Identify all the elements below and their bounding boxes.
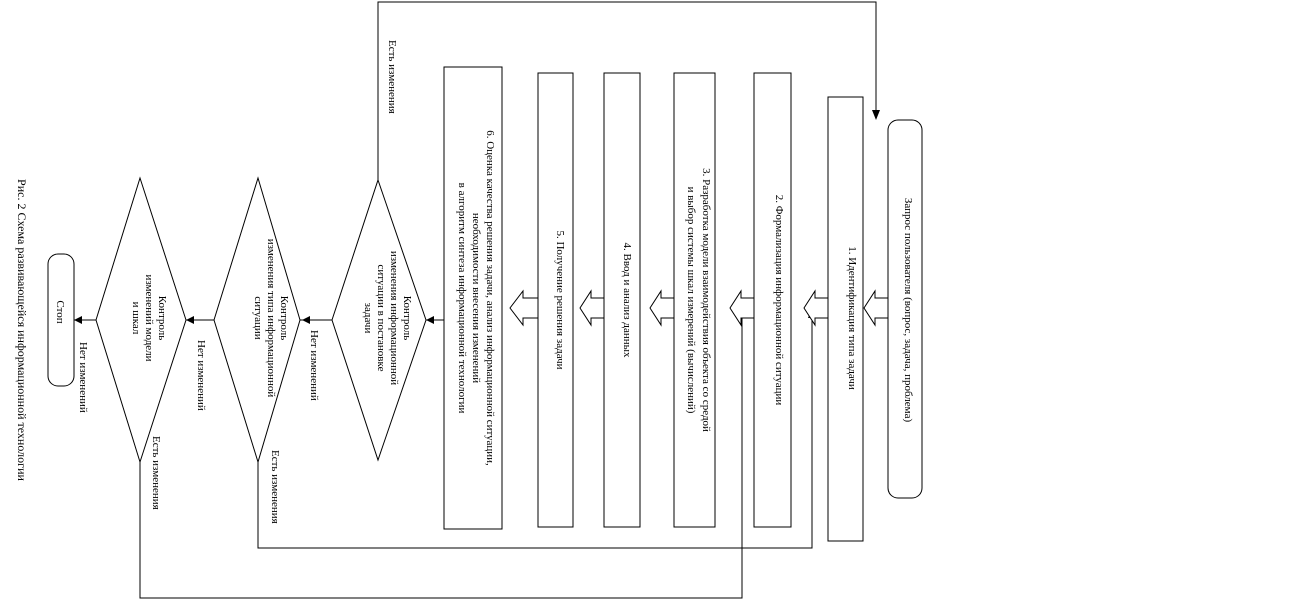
stop-shape: [47, 253, 75, 387]
feedback-line-top: [377, 1, 877, 182]
arrowhead-d1-d2: [302, 316, 310, 324]
decision-3-line2: изменений модели: [143, 274, 155, 361]
label-no-changes-2: Нет изменений: [195, 340, 207, 411]
arrowhead-d2-d3: [186, 316, 194, 324]
block-arrow-s3-s4: [649, 289, 675, 327]
decision-1-line3: ситуации в постановке: [375, 265, 387, 372]
step-3-label-line1: 3. Разработка модели взаимодействия объе…: [700, 168, 712, 432]
decision-1-line4: задачи: [362, 303, 374, 334]
block-arrow-s1-s2: [803, 289, 829, 327]
stop-terminator: Стоп: [47, 253, 75, 387]
step-6-label-line3: в алгоритм синтеза информационной технол…: [456, 183, 468, 414]
decision-3-diamond: [95, 176, 187, 464]
feedback-line-bottom: [139, 310, 743, 599]
block-arrow-start-s1: [863, 289, 889, 327]
step-2-box: [753, 72, 792, 528]
start-terminator: Запрос пользователя (вопрос, задача, про…: [887, 119, 923, 499]
label-no-changes-3: Нет изменений: [77, 342, 89, 413]
step-4-label: 4. Ввод и анализ данных: [621, 243, 633, 358]
step-6-box: [443, 66, 503, 530]
start-shape: [887, 119, 923, 499]
figure-caption: Рис. 2 Схема развивающейся информационно…: [15, 179, 29, 481]
decision-1: Контроль изменения информационной ситуац…: [331, 178, 427, 462]
step-3-box: [673, 72, 716, 528]
step-6-label-line2: необходимости внесения изменений: [470, 213, 482, 383]
step-6-label-line1: 6. Оценка качества решения задачи, анали…: [484, 130, 496, 466]
feedback-line-middle: [257, 310, 813, 549]
label-has-changes-3: Есть изменения: [150, 436, 162, 510]
block-arrow-s5-s6: [509, 289, 539, 327]
process-step-3: 3. Разработка модели взаимодействия объе…: [673, 72, 716, 528]
step-1-box: [827, 96, 864, 542]
decision-1-diamond: [331, 178, 427, 462]
process-step-1: 1. Идентификация типа задачи: [827, 96, 864, 542]
block-arrow-s4-s5: [579, 289, 605, 327]
arrowhead-s6-d1: [426, 316, 434, 324]
step-5-box: [537, 72, 574, 528]
decision-2-line3: ситуации: [252, 296, 264, 339]
block-arrows: [509, 289, 889, 327]
decision-3: Контроль изменений модели и шкал: [95, 176, 187, 464]
decision-2-line2: изменения типа информационной: [265, 239, 277, 398]
block-arrow-s2-s3: [729, 289, 755, 327]
label-has-changes-top: Есть изменения: [386, 40, 398, 114]
process-step-6: 6. Оценка качества решения задачи, анали…: [443, 66, 503, 530]
decision-2-line1: Контроль: [278, 296, 290, 340]
decision-1-line1: Контроль: [401, 296, 413, 340]
arrowhead-d3-stop: [74, 316, 82, 324]
decision-3-line1: Контроль: [156, 296, 168, 340]
decision-1-line2: изменения информационной: [388, 251, 400, 385]
label-no-changes-1: Нет изменений: [308, 330, 320, 401]
start-label: Запрос пользователя (вопрос, задача, про…: [902, 198, 914, 423]
step-1-label: 1. Идентификация типа задачи: [846, 246, 858, 390]
process-step-2: 2. Формализация информационной ситуации: [753, 72, 792, 528]
connector-lines: [74, 1, 877, 599]
step-3-label-line2: и выбор системы шкал измерений (вычислен…: [685, 187, 697, 414]
label-has-changes-2: Есть изменения: [269, 450, 281, 524]
decision-3-line3: и шкал: [130, 302, 142, 335]
decision-2-diamond: [213, 176, 301, 464]
step-5-label: 5. Получение решения задачи: [554, 230, 566, 369]
decision-2: Контроль изменения типа информационной с…: [213, 176, 301, 464]
step-2-label: 2. Формализация информационной ситуации: [773, 195, 785, 406]
process-step-4: 4. Ввод и анализ данных: [603, 72, 641, 528]
arrowhead-top-loop: [872, 110, 880, 120]
process-step-5: 5. Получение решения задачи: [537, 72, 574, 528]
step-4-box: [603, 72, 641, 528]
stop-label: Стоп: [54, 300, 66, 323]
